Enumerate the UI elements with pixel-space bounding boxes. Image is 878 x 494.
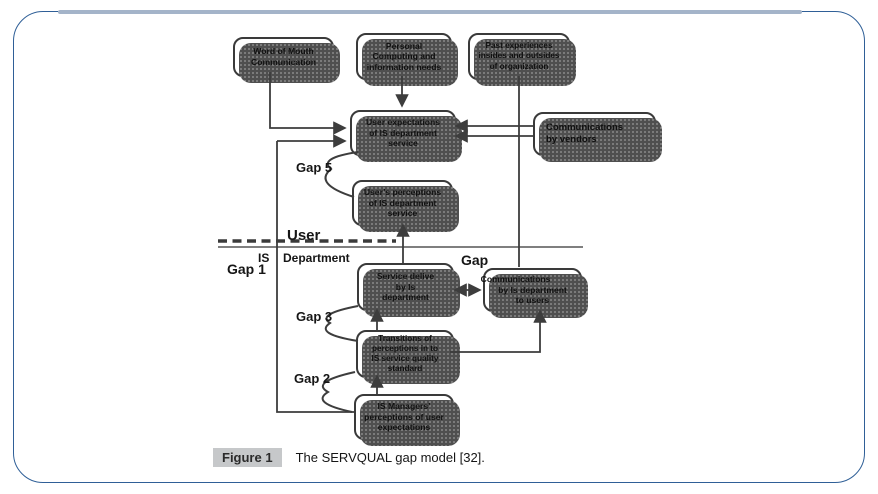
label-gap-2: Gap 2 xyxy=(294,371,331,386)
node-user-expectations: User expectations of IS department servi… xyxy=(350,110,462,162)
node-past-experiences: Past experiences insides and outsides of… xyxy=(468,33,576,86)
brace-gap5 xyxy=(324,151,359,198)
node-communications-to-users-line1: Communications xyxy=(480,274,551,285)
line-gap1-vertical xyxy=(276,141,354,413)
brace-gap3 xyxy=(324,305,359,342)
node-word-of-mouth: Word of Mouth Communication xyxy=(233,37,340,83)
arrow-transitions-to-comm xyxy=(450,309,547,353)
node-personal-computing: Personal Computing and information needs xyxy=(356,33,458,86)
figure-caption: Figure 1 The SERVQUAL gap model [32]. xyxy=(213,448,485,467)
label-gap-5: Gap 5 xyxy=(296,160,333,175)
node-service-delivery: Service delive by Is department xyxy=(357,263,460,317)
node-communications-to-users: Communications by Is department to users xyxy=(480,268,588,318)
label-zone-department: Department xyxy=(283,251,350,265)
node-communications-by-vendors: Communications by vendors xyxy=(533,112,662,162)
node-is-managers: IS Managers’ perceptions of user expecta… xyxy=(354,394,460,446)
label-gap-1: Gap 1 xyxy=(227,261,266,277)
arrow-word-of-mouth xyxy=(269,72,347,135)
node-communications-to-users-rest: by Is department to users xyxy=(498,284,567,306)
figure-caption-text: The SERVQUAL gap model [32]. xyxy=(295,450,485,465)
brace-gap2 xyxy=(321,371,356,413)
label-zone-is: IS xyxy=(258,251,270,265)
label-gap-4: Gap xyxy=(461,252,489,268)
label-zone-user: User xyxy=(287,227,321,244)
figure-caption-label: Figure 1 xyxy=(213,448,282,467)
page-border-accent xyxy=(58,10,802,14)
label-gap-3: Gap 3 xyxy=(296,309,333,324)
